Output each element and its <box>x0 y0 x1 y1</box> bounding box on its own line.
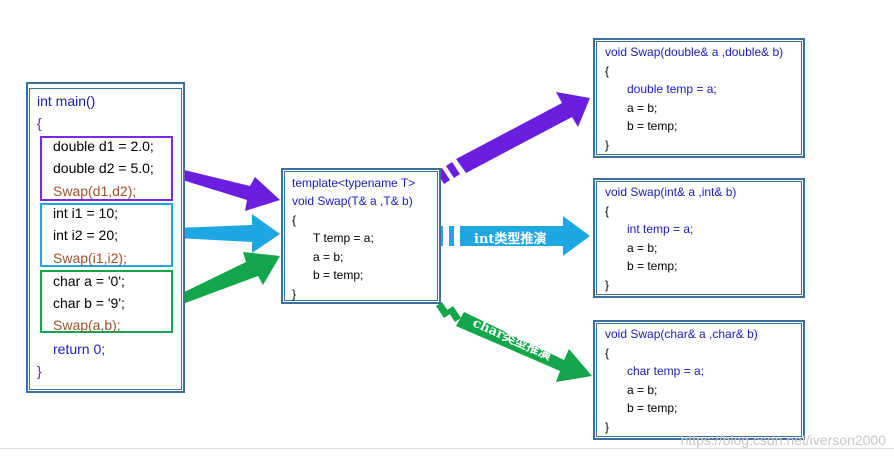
result-char-box <box>593 320 805 440</box>
template-line-2: void Swap(T& a ,T& b) <box>292 194 413 208</box>
result-double-sig: void Swap(double& a ,double& b) <box>605 45 784 59</box>
template-line-5: a = b; <box>313 250 344 264</box>
main-return: return 0; <box>53 341 106 357</box>
arrow-int-out-tail2 <box>449 226 454 246</box>
result-int-sig: void Swap(int& a ,int& b) <box>605 185 737 199</box>
main-code-box <box>26 82 185 393</box>
result-int-open: { <box>605 204 610 218</box>
main-code-inner <box>29 88 182 390</box>
result-int-l1: int temp = a; <box>627 222 694 236</box>
char-line-1: char a = '0'; <box>53 273 125 289</box>
label-int-deduction: int类型推演 <box>474 232 547 247</box>
arrow-int-in <box>176 214 280 253</box>
int-group-box <box>40 203 173 267</box>
template-line-4: T temp = a; <box>313 231 374 245</box>
result-double-open: { <box>605 64 610 78</box>
arrow-char-out <box>456 312 592 382</box>
result-char-inner <box>596 323 802 437</box>
double-line-3: Swap(d1,d2); <box>53 183 137 199</box>
template-line-3: { <box>292 213 297 227</box>
result-char-l3: b = temp; <box>627 401 678 415</box>
arrow-double-out-tail2 <box>446 162 460 178</box>
main-close-brace: } <box>37 363 42 379</box>
result-double-box <box>593 38 805 158</box>
result-double-l1: double temp = a; <box>627 82 717 96</box>
arrow-double-out <box>456 92 590 173</box>
main-open-brace: { <box>37 115 42 131</box>
result-char-l2: a = b; <box>627 383 658 397</box>
bottom-divider <box>0 448 894 449</box>
template-code-box <box>281 168 441 304</box>
result-double-l2: a = b; <box>627 101 658 115</box>
int-line-3: Swap(i1,i2); <box>53 250 127 266</box>
arrow-int-out <box>460 216 590 256</box>
int-line-1: int i1 = 10; <box>53 205 118 221</box>
double-line-1: double d1 = 2.0; <box>53 138 154 154</box>
template-line-7: } <box>292 287 297 301</box>
arrow-double-in <box>176 168 280 211</box>
result-int-box <box>593 178 805 298</box>
result-double-l3: b = temp; <box>627 119 678 133</box>
char-line-2: char b = '9'; <box>53 295 125 311</box>
result-char-sig: void Swap(char& a ,char& b) <box>605 327 758 341</box>
arrow-char-in <box>176 252 280 305</box>
arrow-char-out-tail1 <box>436 302 450 318</box>
main-header: int main() <box>37 93 96 109</box>
template-code-inner <box>284 171 438 301</box>
watermark: https://blog.csdn.net/iverson2000 <box>680 432 886 448</box>
result-double-inner <box>596 41 802 155</box>
result-int-l3: b = temp; <box>627 259 678 273</box>
result-int-l2: a = b; <box>627 241 658 255</box>
result-int-inner <box>596 181 802 295</box>
char-group-box <box>40 270 173 333</box>
result-double-close: } <box>605 138 610 152</box>
int-line-2: int i2 = 20; <box>53 227 118 243</box>
template-line-1: template<typename T> <box>292 176 416 190</box>
arrow-char-out-tail2 <box>447 306 461 322</box>
double-group-box <box>40 136 173 201</box>
double-line-2: double d2 = 5.0; <box>53 160 154 176</box>
result-char-l1: char temp = a; <box>627 364 705 378</box>
result-char-open: { <box>605 346 610 360</box>
result-char-close: } <box>605 420 610 434</box>
char-line-3: Swap(a,b); <box>53 317 121 333</box>
template-line-6: b = temp; <box>313 268 364 282</box>
result-int-close: } <box>605 278 610 292</box>
